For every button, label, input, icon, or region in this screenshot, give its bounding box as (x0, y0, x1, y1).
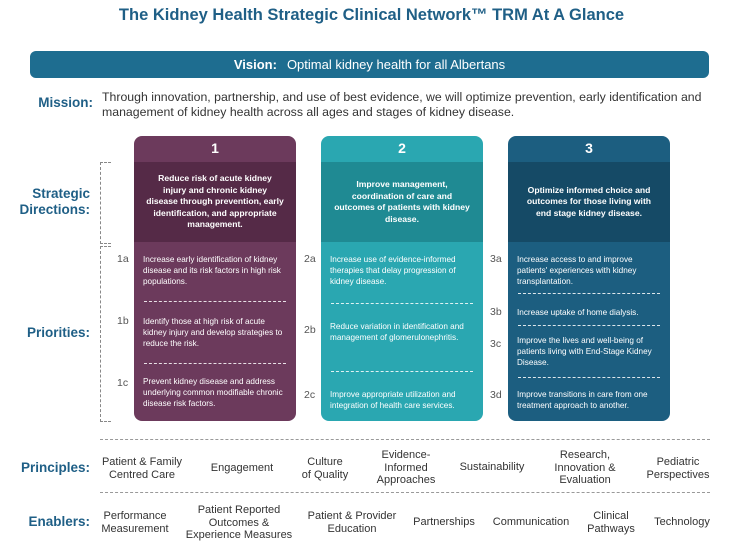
priority-text-3d: Improve transitions in care from one tre… (517, 390, 648, 410)
principle-item: Research,Innovation &Evaluation (554, 449, 616, 486)
directions-bracket (100, 162, 111, 244)
mission-text: Through innovation, partnership, and use… (102, 90, 702, 119)
priority-code: 1a (117, 253, 129, 265)
priority-text-3c: Improve the lives and well-being of pati… (517, 336, 652, 367)
priority-text-3b: Increase uptake of home dialysis. (517, 308, 639, 317)
priority-code: 3d (490, 389, 502, 401)
priority-divider (144, 301, 286, 302)
priority-code: 3b (490, 306, 502, 318)
priority-divider (518, 377, 660, 378)
vision-label: Vision: (233, 57, 277, 72)
enabler-item: Partnerships (413, 516, 475, 528)
priority-code: 1c (117, 377, 129, 389)
priority-code: 2b (304, 324, 316, 336)
priority-divider (331, 371, 473, 372)
priority-text-3a: Increase access to and improve patients'… (517, 255, 637, 286)
principles-top-divider (100, 439, 710, 440)
priority-text-1a: Increase early identification of kidney … (143, 255, 281, 286)
direction-text: Optimize informed choice and outcomes fo… (508, 162, 670, 242)
priority-text-2a: Increase use of evidence-informed therap… (330, 255, 456, 286)
priority-code: 1b (117, 315, 129, 327)
vision-text: Optimal kidney health for all Albertans (286, 57, 506, 72)
principles-label: Principles: (20, 460, 90, 475)
priority-code: 2c (304, 389, 316, 401)
direction-text: Improve management, coordination of care… (321, 162, 483, 242)
enabler-item: Communication (492, 516, 570, 528)
strategic-direction-column-2: 2 Improve management, coordination of ca… (321, 136, 483, 421)
strategic-label-line2: Directions: (19, 202, 90, 217)
principle-item: Engagement (210, 462, 274, 474)
priority-divider (518, 325, 660, 326)
priorities-label: Priorities: (26, 325, 90, 340)
strategic-label-line1: Strategic (32, 186, 90, 201)
enablers-top-divider (100, 492, 710, 493)
strategic-directions-label: Strategic Directions: (0, 186, 90, 218)
priority-text-1b: Identify those at high risk of acute kid… (143, 317, 283, 348)
priority-divider (144, 363, 286, 364)
mission-label: Mission: (38, 95, 93, 110)
enablers-label: Enablers: (28, 514, 90, 529)
direction-text: Reduce risk of acute kidney injury and c… (134, 162, 296, 242)
principle-item: Sustainability (459, 461, 525, 473)
strategic-direction-column-1: 1 Reduce risk of acute kidney injury and… (134, 136, 296, 421)
page-title: The Kidney Health Strategic Clinical Net… (118, 6, 625, 24)
enabler-item: Technology (654, 516, 710, 528)
priority-divider (518, 293, 660, 294)
strategic-direction-column-3: 3 Optimize informed choice and outcomes … (508, 136, 670, 421)
priority-text-2b: Reduce variation in identification and m… (330, 322, 464, 342)
priority-code: 3a (490, 253, 502, 265)
priority-divider (331, 303, 473, 304)
priority-text-1c: Prevent kidney disease and address under… (143, 377, 283, 408)
priority-code: 2a (304, 253, 316, 265)
priority-code: 3c (490, 338, 502, 350)
direction-number: 1 (211, 140, 219, 156)
direction-number: 2 (398, 140, 406, 156)
priority-text-2c: Improve appropriate utilization and inte… (330, 390, 456, 410)
priorities-bracket (100, 246, 111, 422)
direction-number: 3 (585, 140, 593, 156)
vision-banner: Vision: Optimal kidney health for all Al… (30, 51, 709, 78)
